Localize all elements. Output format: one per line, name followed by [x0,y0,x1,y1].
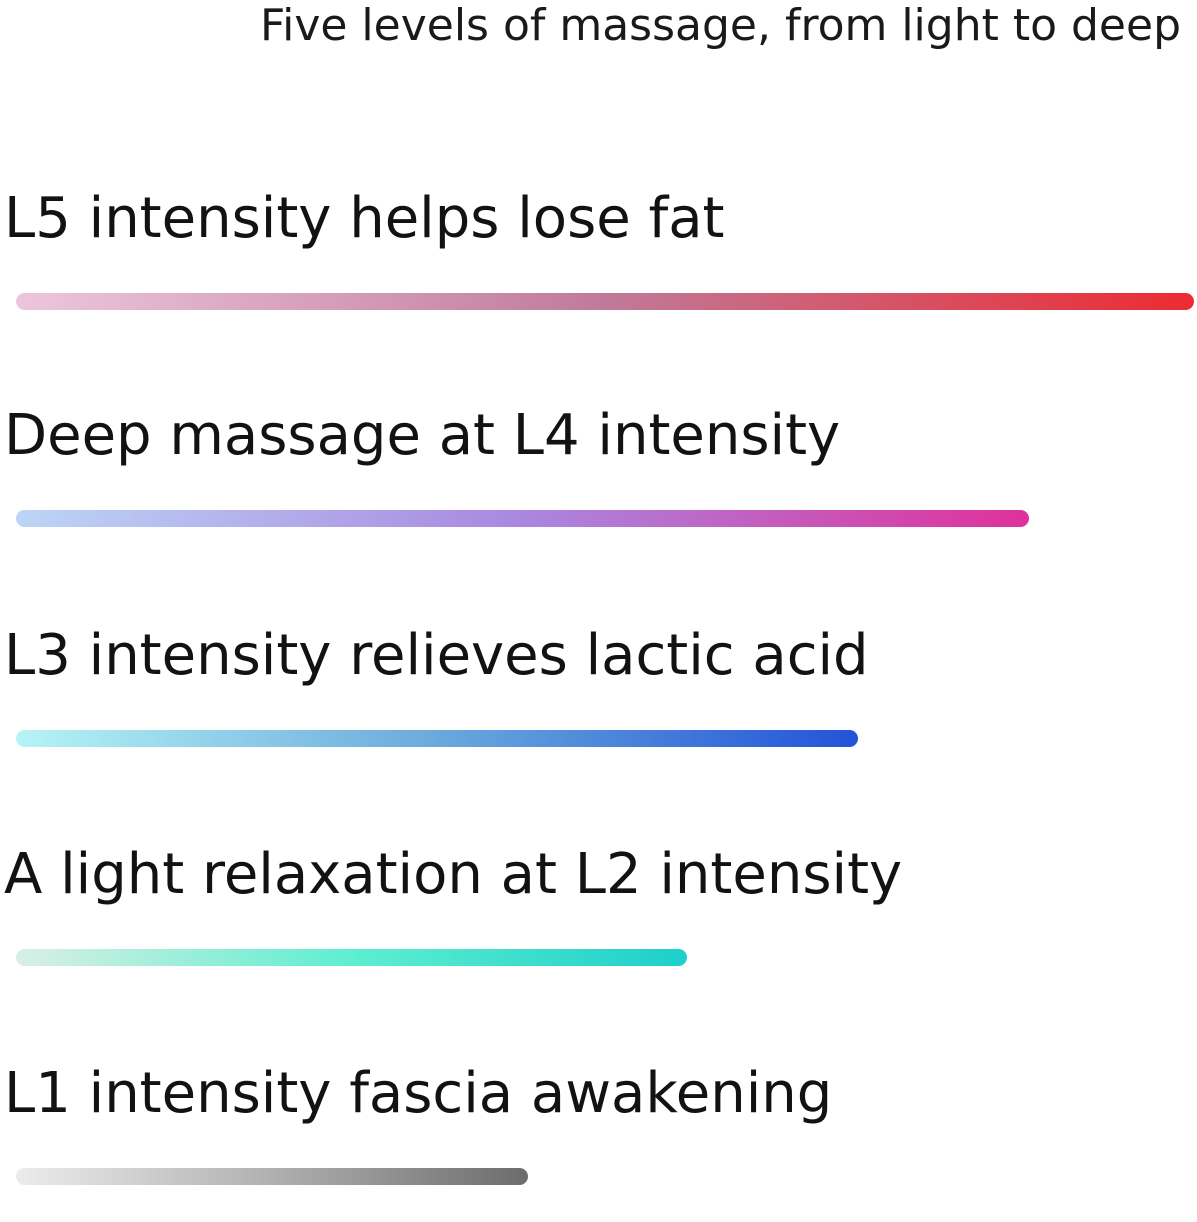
level-l3-bar [16,730,858,747]
level-l4-bar [16,510,1029,527]
level-l2-label: A light relaxation at L2 intensity [4,842,903,907]
level-l4-label: Deep massage at L4 intensity [4,403,841,468]
level-l3: L3 intensity relieves lactic acid [0,624,1197,784]
level-l5: L5 intensity helps lose fat [0,187,1197,347]
level-l1: L1 intensity fascia awakening [0,1062,1197,1222]
level-l5-bar [16,293,1194,310]
level-l5-label: L5 intensity helps lose fat [4,186,725,251]
page-subtitle: Five levels of massage, from light to de… [259,0,1181,51]
level-l2-bar [16,949,687,966]
level-l3-label: L3 intensity relieves lactic acid [4,623,869,688]
level-l1-label: L1 intensity fascia awakening [4,1061,833,1126]
level-l1-bar [16,1168,528,1185]
level-l2: A light relaxation at L2 intensity [0,843,1197,1003]
level-l4: Deep massage at L4 intensity [0,404,1197,564]
